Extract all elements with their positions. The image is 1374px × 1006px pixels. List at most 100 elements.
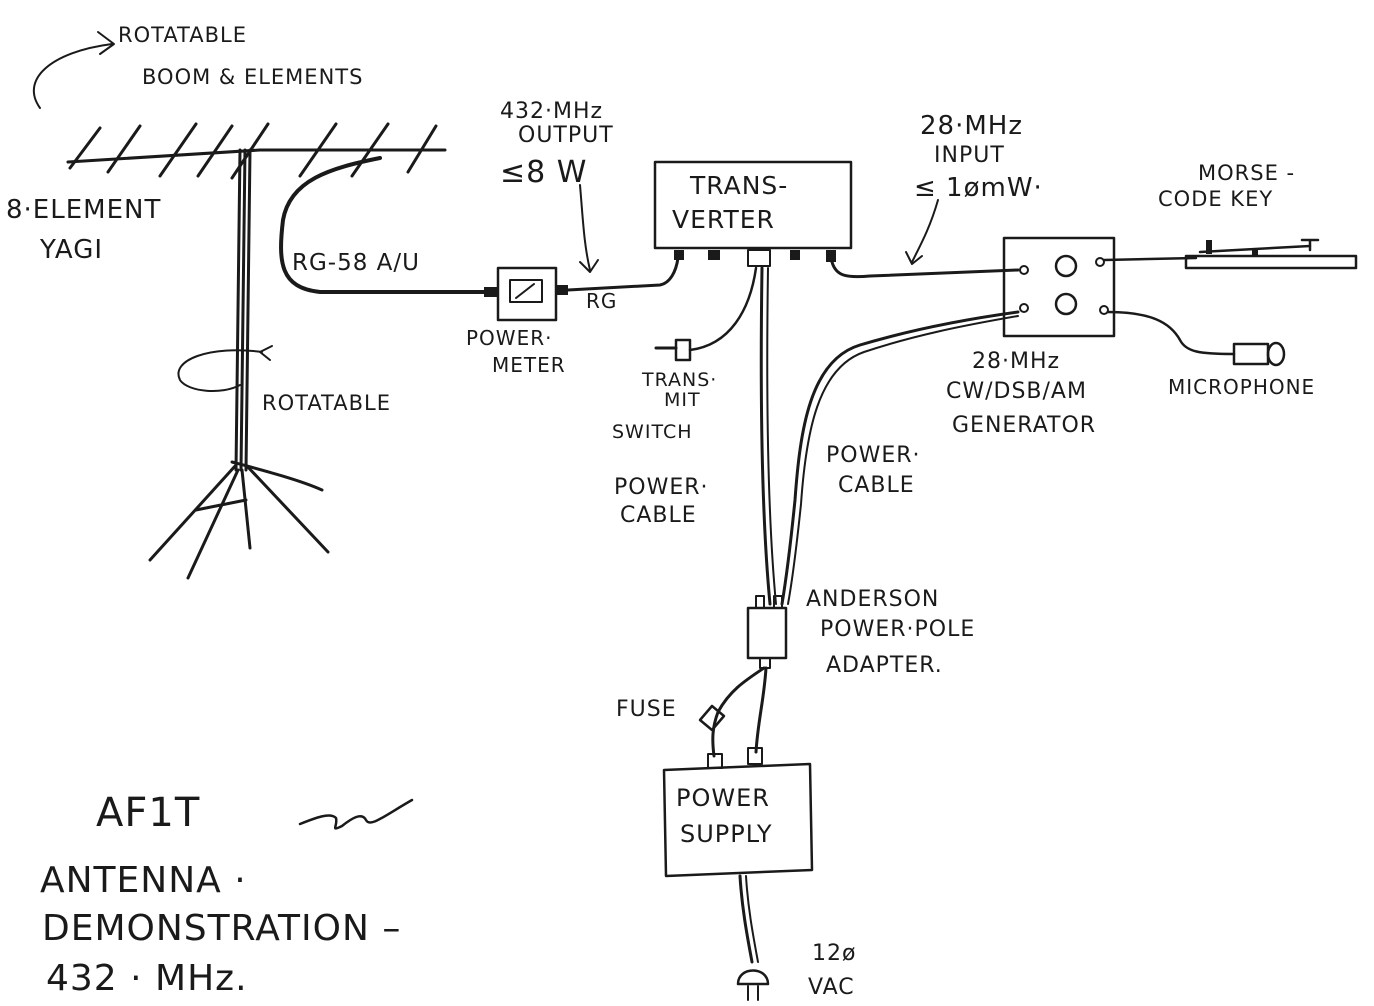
transverter-port: [790, 250, 800, 260]
mast-pole: [246, 150, 250, 470]
power-meter-connector-left: [484, 287, 498, 297]
transverter-port: [674, 250, 684, 260]
title-line-3: 432 · MHz.: [46, 958, 248, 999]
transverter-port: [708, 250, 720, 260]
transverter-label: TRANS- VERTER: [672, 171, 797, 234]
microphone-label: MICROPHONE: [1168, 375, 1315, 399]
morse-key-post: [1206, 240, 1212, 254]
input-spec-line-2: INPUT: [934, 143, 1005, 168]
rg-short-feedline: [568, 258, 678, 290]
rotation-arrow-mast: [178, 350, 262, 391]
generator-jack: [1020, 304, 1028, 312]
generator: [1004, 238, 1114, 336]
transmit-switch-line-2: MIT: [664, 389, 701, 411]
power-cable-right-line-1: POWER·: [826, 443, 921, 468]
microphone-cable: [1108, 312, 1234, 354]
short-feedline-label: RG: [586, 289, 617, 313]
mains-label: 12ø VAC: [808, 941, 864, 1000]
transmit-switch-line-3: SWITCH: [612, 421, 693, 443]
generator-label: 28·MHz CW/DSB/AM GENERATOR: [946, 349, 1096, 438]
output-spec-label: 432·MHz OUTPUT ≤8 W: [500, 99, 622, 190]
generator-line-3: GENERATOR: [952, 413, 1096, 438]
transmit-switch: [656, 268, 756, 360]
generator-line-2: CW/DSB/AM: [946, 379, 1087, 404]
power-cable-left-line-2: CABLE: [620, 503, 697, 528]
generator-knob: [1056, 256, 1076, 276]
power-supply-label: POWER SUPPLY: [676, 784, 779, 848]
mains-line-1: 12ø: [812, 941, 856, 966]
output-spec-line-1: 432·MHz: [500, 99, 603, 124]
rotatable-boom-label: ROTATABLE BOOM & ELEMENTS: [118, 23, 363, 89]
yagi-antenna: [68, 124, 445, 178]
input-spec-line-1: 28·MHz: [920, 111, 1023, 141]
morse-key-knob: [1302, 240, 1318, 250]
generator-knob: [1056, 294, 1076, 314]
rotatable-mast-label: ROTATABLE: [262, 391, 391, 415]
power-supply: [664, 748, 812, 876]
microphone-body: [1234, 344, 1268, 364]
generator-jack: [1100, 306, 1108, 314]
power-cable-left-line-1: POWER·: [614, 475, 709, 500]
transverter-port: [826, 250, 836, 262]
transverter-label-line-2: VERTER: [672, 205, 775, 234]
arrowhead-top: [98, 32, 114, 54]
transmit-switch-label: TRANS· MIT SWITCH: [612, 369, 724, 443]
power-meter-label: POWER· METER: [466, 326, 566, 377]
morse-key-post: [1252, 248, 1258, 256]
antenna-element: [108, 126, 140, 172]
yagi-label-line-1: 8·ELEMENT: [6, 195, 161, 225]
adapter-line-1: ANDERSON: [806, 587, 939, 612]
yagi-label-line-2: YAGI: [39, 235, 103, 265]
power-meter-line-2: METER: [492, 353, 566, 377]
tripod-mast: [150, 150, 328, 578]
anderson-adapter-plug: [760, 658, 770, 668]
generator-jack: [1096, 258, 1104, 266]
transmit-switch-body: [676, 340, 690, 360]
output-spec-line-3: ≤8 W: [500, 155, 587, 190]
transmit-switch-line-1: TRANS·: [641, 369, 717, 391]
mast-pole: [241, 150, 245, 470]
morse-key-cable: [1104, 258, 1196, 260]
tripod-leg: [242, 470, 250, 548]
morse-key-line-1: MORSE -: [1198, 161, 1295, 185]
antenna-boom: [68, 150, 445, 162]
generator-box: [1004, 238, 1114, 336]
output-spec-line-2: OUTPUT: [518, 123, 614, 148]
tripod-leg: [150, 465, 236, 560]
antenna-element: [160, 124, 196, 176]
adapter-line-2: POWER·POLE: [820, 617, 975, 642]
mast-pole: [236, 150, 240, 470]
rotatable-boom-line-2: BOOM & ELEMENTS: [142, 65, 363, 89]
input-spec-label: 28·MHz INPUT ≤ 1ømW·: [914, 111, 1043, 203]
tripod-leg: [188, 470, 238, 578]
callsign-label: AF1T: [96, 790, 200, 836]
generator-line-1: 28·MHz: [972, 349, 1060, 374]
power-meter: [484, 268, 568, 320]
anderson-adapter-box: [748, 608, 786, 658]
feedline-label: RG-58 A/U: [292, 250, 420, 276]
anderson-adapter: [748, 596, 786, 668]
rotatable-boom-line-1: ROTATABLE: [118, 23, 247, 47]
signature-squiggle: [300, 800, 412, 828]
power-meter-box: [498, 268, 556, 320]
mains-plug-body: [738, 971, 768, 985]
title-line-2: DEMONSTRATION –: [42, 908, 401, 949]
adapter-label: ANDERSON POWER·POLE ADAPTER.: [806, 587, 983, 678]
fuse-label: FUSE: [616, 697, 677, 722]
title-label: ANTENNA · DEMONSTRATION – 432 · MHz.: [40, 860, 414, 999]
power-meter-connector-right: [556, 285, 568, 295]
transverter-label-line-1: TRANS-: [689, 171, 788, 200]
morse-key-line-2: CODE KEY: [1158, 187, 1273, 211]
power-supply-line-1: POWER: [676, 784, 770, 812]
power-meter-needle: [516, 284, 534, 298]
input-spec-line-3: ≤ 1ømW·: [914, 173, 1043, 203]
microphone: [1234, 343, 1284, 365]
power-meter-line-1: POWER·: [466, 326, 552, 350]
adapter-line-3: ADAPTER.: [826, 653, 943, 678]
transmit-switch-cable: [690, 268, 756, 350]
morse-key-base: [1186, 256, 1356, 268]
power-cable-right-line-2: CABLE: [838, 473, 915, 498]
if-input-cable: [832, 262, 1018, 277]
output-arrow: [580, 185, 590, 270]
